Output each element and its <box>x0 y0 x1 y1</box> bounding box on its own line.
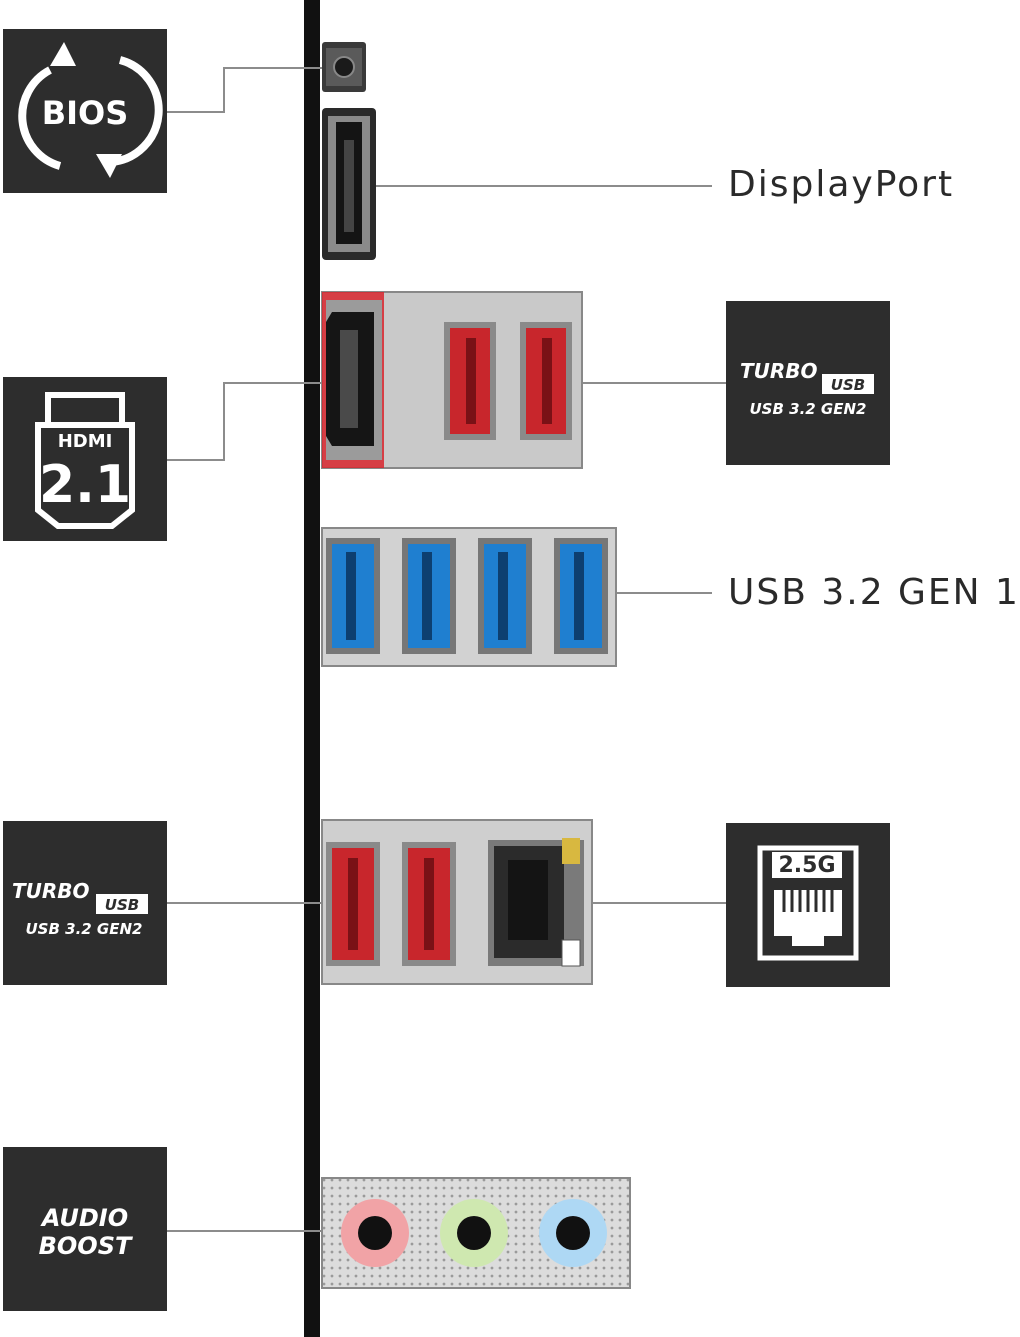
usb-gen1-port-2 <box>402 538 456 654</box>
connector-lines <box>166 67 726 1232</box>
usb-word-bottom: USB <box>105 896 139 914</box>
audio-line1: AUDIO <box>40 1204 128 1232</box>
turbo-word-top: TURBO <box>740 359 818 383</box>
ethernet-jack-icon <box>757 845 859 961</box>
turbo-word-bottom: TURBO <box>12 879 90 903</box>
hdmi-turbo-usb-block <box>321 291 583 469</box>
usb-gen1-port-1 <box>326 538 380 654</box>
audio-jack-pink <box>341 1199 409 1267</box>
gen2-label-top: USB 3.2 GEN2 <box>750 400 867 418</box>
audio-jack-green <box>440 1199 508 1267</box>
displayport-connector <box>322 108 376 260</box>
hdmi-connector-icon <box>35 392 135 529</box>
bios-label: BIOS <box>42 94 129 132</box>
line-bios <box>166 67 336 113</box>
hdmi-version-label: 2.1 <box>39 455 131 515</box>
displayport-label: DisplayPort <box>728 164 955 205</box>
gen2-label-bottom: USB 3.2 GEN2 <box>26 920 143 938</box>
turbo-usb-lan-block <box>321 819 593 985</box>
hdmi-brand-label: HDMI <box>58 431 113 452</box>
io-backplate-bar <box>304 0 320 1337</box>
usb-gen1-port-4 <box>554 538 608 654</box>
usb-gen1-label: USB 3.2 GEN 1 <box>728 572 1020 613</box>
turbo-usb-port-4 <box>402 842 456 966</box>
audio-line2: BOOST <box>39 1232 133 1260</box>
lan-port <box>488 838 584 967</box>
audio-boost-tile <box>3 1147 167 1311</box>
bios-tile <box>3 29 167 193</box>
turbo-usb-port-1 <box>444 322 496 440</box>
line-hdmi <box>166 382 350 461</box>
turbo-usb-port-3 <box>326 842 380 966</box>
audio-block <box>321 1177 631 1289</box>
usb-gen1-block <box>321 527 617 667</box>
bios-flashback-button <box>322 42 366 92</box>
usb-word-top: USB <box>831 376 865 394</box>
turbo-usb-port-2 <box>520 322 572 440</box>
hdmi-tile <box>3 377 167 541</box>
audio-jack-blue <box>539 1199 607 1267</box>
bios-flashback-icon <box>18 56 163 170</box>
lan-speed-label: 2.5G <box>778 853 835 878</box>
usb-gen1-port-3 <box>478 538 532 654</box>
